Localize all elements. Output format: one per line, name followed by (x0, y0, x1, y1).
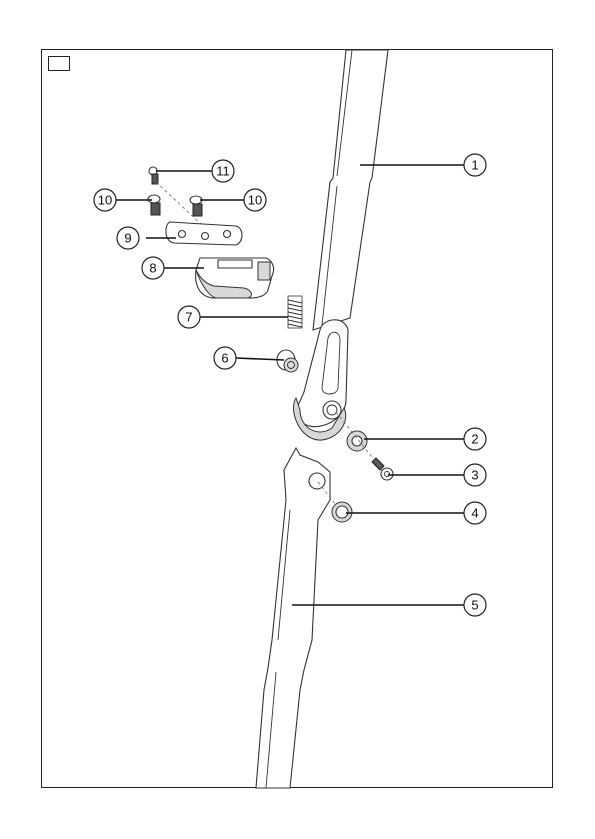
callout-10-left-label: 10 (98, 193, 112, 208)
callout-5: 5 (464, 594, 486, 616)
callout-11: 11 (212, 160, 234, 182)
callout-10-left: 10 (94, 189, 116, 211)
plate-part-9 (166, 222, 242, 245)
callout-9-label: 9 (124, 231, 131, 246)
pin-part-11 (149, 167, 158, 184)
callout-11-label: 11 (216, 164, 230, 179)
callout-8: 8 (142, 257, 164, 279)
callout-9: 9 (117, 227, 139, 249)
screw-part-10-left (148, 195, 160, 215)
callout-10-right-label: 10 (248, 193, 262, 208)
callout-4-label: 4 (471, 506, 478, 521)
spring-part-7 (288, 296, 302, 328)
callout-2: 2 (464, 428, 486, 450)
callout-2-label: 2 (471, 432, 478, 447)
callout-1-label: 1 (471, 158, 478, 173)
callout-10-right: 10 (244, 189, 266, 211)
screw-part-10-right (190, 196, 202, 216)
callout-7-label: 7 (185, 310, 192, 325)
upper-pole-part (294, 50, 388, 440)
callout-3: 3 (464, 464, 486, 486)
callout-1: 1 (464, 154, 486, 176)
callout-6: 6 (214, 347, 236, 369)
bushing-part-6 (277, 350, 298, 372)
nut-part-4 (332, 502, 352, 522)
washer-part-2 (347, 431, 367, 451)
callout-3-label: 3 (471, 468, 478, 483)
callout-7: 7 (178, 306, 200, 328)
callout-4: 4 (464, 502, 486, 524)
saddle-block-part-8 (196, 258, 274, 298)
callout-8-label: 8 (149, 261, 156, 276)
callout-5-label: 5 (471, 598, 478, 613)
lower-pole-part (256, 448, 330, 788)
callout-6-label: 6 (221, 351, 228, 366)
